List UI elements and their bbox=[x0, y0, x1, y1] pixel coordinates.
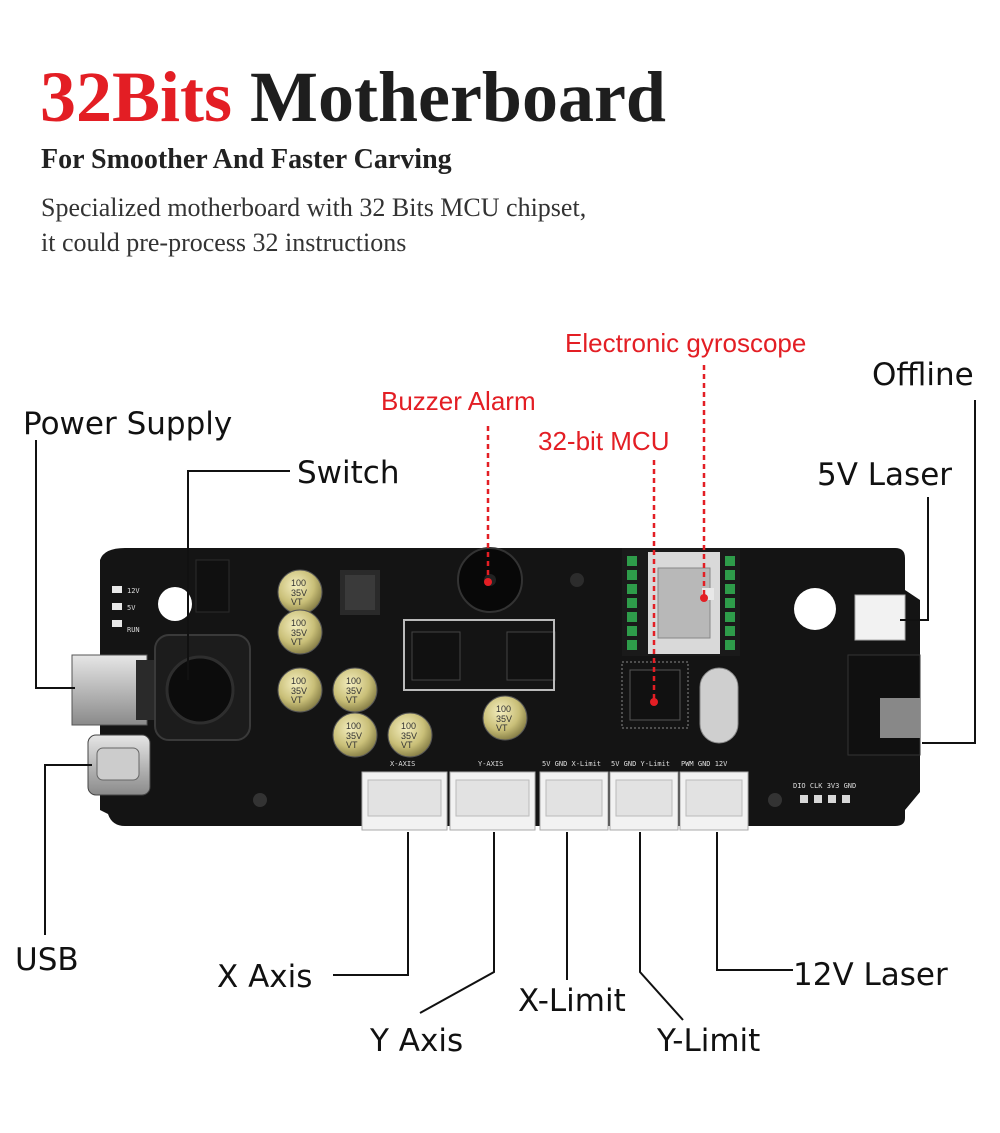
svg-text:VT: VT bbox=[291, 597, 303, 607]
svg-text:100: 100 bbox=[496, 704, 511, 714]
callout-lines bbox=[35, 400, 976, 1021]
svg-text:35V: 35V bbox=[291, 588, 307, 598]
connector-3 bbox=[539, 771, 609, 831]
capacitors: 10035VVT10035VVT10035VVT10035VVT10035VVT… bbox=[277, 569, 528, 758]
silk-led-5v: 5V bbox=[127, 604, 136, 612]
page-description: Specialized motherboard with 32 Bits MCU… bbox=[41, 190, 586, 260]
svg-text:VT: VT bbox=[496, 723, 508, 733]
callout-power-supply: Power Supply bbox=[23, 406, 233, 442]
title-accent: 32Bits bbox=[40, 57, 233, 137]
callout-y-axis: Y Axis bbox=[370, 1023, 464, 1059]
status-leds: 12V 5V RUN bbox=[112, 586, 140, 634]
tact-switch bbox=[195, 559, 230, 613]
svg-text:VT: VT bbox=[291, 637, 303, 647]
silk-laser: PWM GND 12V bbox=[681, 760, 728, 768]
page-title: 32Bits Motherboard bbox=[40, 52, 666, 142]
svg-text:100: 100 bbox=[291, 578, 306, 588]
silk-header: DIO CLK 3V3 GND bbox=[793, 782, 856, 790]
offline-header bbox=[800, 795, 850, 803]
callout-x-limit: X-Limit bbox=[518, 983, 626, 1019]
svg-text:35V: 35V bbox=[401, 731, 417, 741]
module-pins bbox=[627, 556, 735, 650]
callout-32bit-mcu: 32-bit MCU bbox=[538, 426, 670, 456]
laser-5v-connector bbox=[854, 594, 906, 641]
svg-text:35V: 35V bbox=[346, 731, 362, 741]
mounting-hole-right bbox=[794, 588, 836, 630]
svg-text:VT: VT bbox=[346, 740, 358, 750]
red-callout-lines bbox=[486, 365, 706, 700]
svg-text:35V: 35V bbox=[346, 686, 362, 696]
page-subtitle: For Smoother And Faster Carving bbox=[41, 144, 452, 175]
mounting-hole-left bbox=[158, 587, 192, 621]
connector-1 bbox=[361, 771, 448, 831]
silk-y-limit: 5V GND Y-Limit bbox=[611, 760, 670, 768]
svg-text:100: 100 bbox=[346, 676, 361, 686]
description-line-1: Specialized motherboard with 32 Bits MCU… bbox=[41, 193, 587, 222]
svg-text:35V: 35V bbox=[291, 628, 307, 638]
silk-x-axis: X-AXIS bbox=[390, 760, 415, 768]
svg-text:100: 100 bbox=[291, 618, 306, 628]
description-line-2: it could pre-process 32 instructions bbox=[41, 228, 407, 257]
callout-buzzer-alarm: Buzzer Alarm bbox=[381, 386, 536, 416]
callout-electronic-gyroscope: Electronic gyroscope bbox=[565, 328, 807, 358]
svg-text:100: 100 bbox=[401, 721, 416, 731]
svg-text:VT: VT bbox=[346, 695, 358, 705]
title-main: Motherboard bbox=[250, 57, 666, 137]
silk-led-12v: 12V bbox=[127, 587, 140, 595]
connector-4 bbox=[609, 771, 679, 831]
svg-text:VT: VT bbox=[401, 740, 413, 750]
axis-connectors bbox=[361, 771, 749, 831]
callout-y-limit: Y-Limit bbox=[657, 1023, 761, 1059]
wireless-module bbox=[622, 548, 740, 656]
callout-switch: Switch bbox=[297, 455, 400, 491]
callout-offline: Offline bbox=[872, 357, 974, 393]
power-switch bbox=[154, 634, 251, 741]
silk-x-limit: 5V GND X-Limit bbox=[542, 760, 601, 768]
connector-5 bbox=[679, 771, 749, 831]
callout-5v-laser: 5V Laser bbox=[817, 457, 953, 493]
silk-y-axis: Y-AXIS bbox=[478, 760, 503, 768]
power-jack bbox=[71, 654, 148, 726]
callout-12v-laser: 12V Laser bbox=[793, 957, 948, 993]
svg-text:35V: 35V bbox=[291, 686, 307, 696]
callout-usb: USB bbox=[15, 942, 79, 978]
silk-led-run: RUN bbox=[127, 626, 140, 634]
svg-text:VT: VT bbox=[291, 695, 303, 705]
svg-text:100: 100 bbox=[291, 676, 306, 686]
svg-text:35V: 35V bbox=[496, 714, 512, 724]
connector-2 bbox=[449, 771, 536, 831]
svg-text:100: 100 bbox=[346, 721, 361, 731]
callout-x-axis: X Axis bbox=[217, 959, 313, 995]
